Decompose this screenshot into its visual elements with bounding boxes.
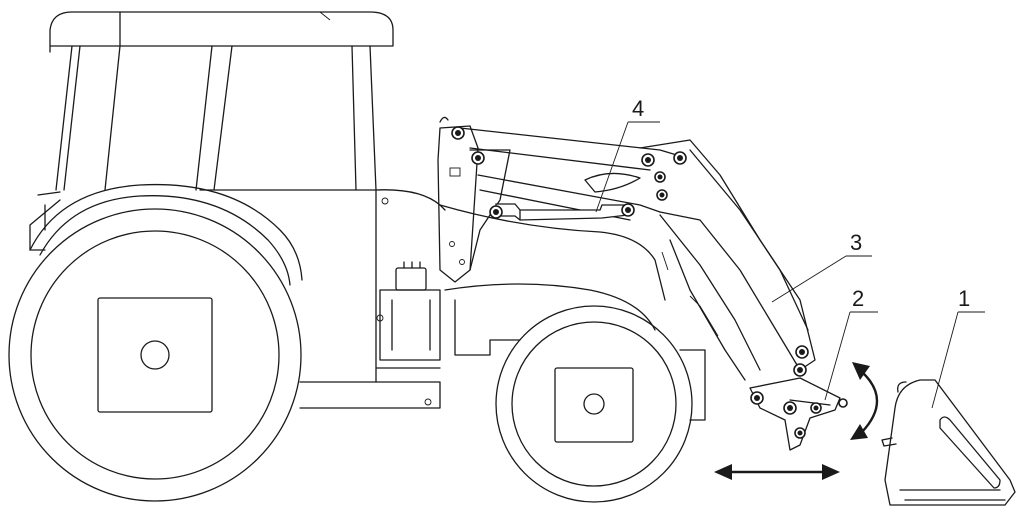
pin xyxy=(471,151,485,165)
double-headed-horizontal-arrow-icon xyxy=(714,464,840,480)
rear-wheel xyxy=(8,208,302,502)
pin xyxy=(750,391,764,405)
front-wheel xyxy=(495,305,706,503)
frame-rail xyxy=(299,367,441,409)
pin xyxy=(794,427,806,439)
callout-2: 2 xyxy=(824,286,878,401)
pin xyxy=(795,345,809,359)
callout-label-4: 4 xyxy=(632,96,644,121)
cab-roof xyxy=(49,11,394,53)
pin xyxy=(838,398,848,408)
curved-double-arrow-icon xyxy=(850,362,879,440)
pin xyxy=(641,153,655,167)
pin xyxy=(489,205,503,219)
pin xyxy=(793,363,807,377)
valve-block xyxy=(376,261,441,361)
pin xyxy=(451,126,465,140)
pin xyxy=(656,189,668,201)
pin xyxy=(673,151,687,165)
pin xyxy=(654,171,666,183)
tractor-hood xyxy=(375,189,666,383)
pin xyxy=(810,402,822,414)
loader-boom xyxy=(459,127,816,381)
attachment-bracket xyxy=(749,377,841,451)
bucket xyxy=(881,379,1016,506)
callout-label-2: 2 xyxy=(852,286,864,311)
callout-1: 1 xyxy=(931,286,985,409)
loader-mast xyxy=(437,116,511,283)
callout-label-3: 3 xyxy=(850,230,862,255)
callout-4: 4 xyxy=(595,96,660,213)
callout-3: 3 xyxy=(771,230,872,303)
pivot-pins xyxy=(451,126,848,439)
pin xyxy=(621,203,635,217)
pin xyxy=(783,401,797,415)
rear-fender xyxy=(29,183,303,286)
callout-label-1: 1 xyxy=(958,286,970,311)
cab-frame xyxy=(55,45,377,191)
